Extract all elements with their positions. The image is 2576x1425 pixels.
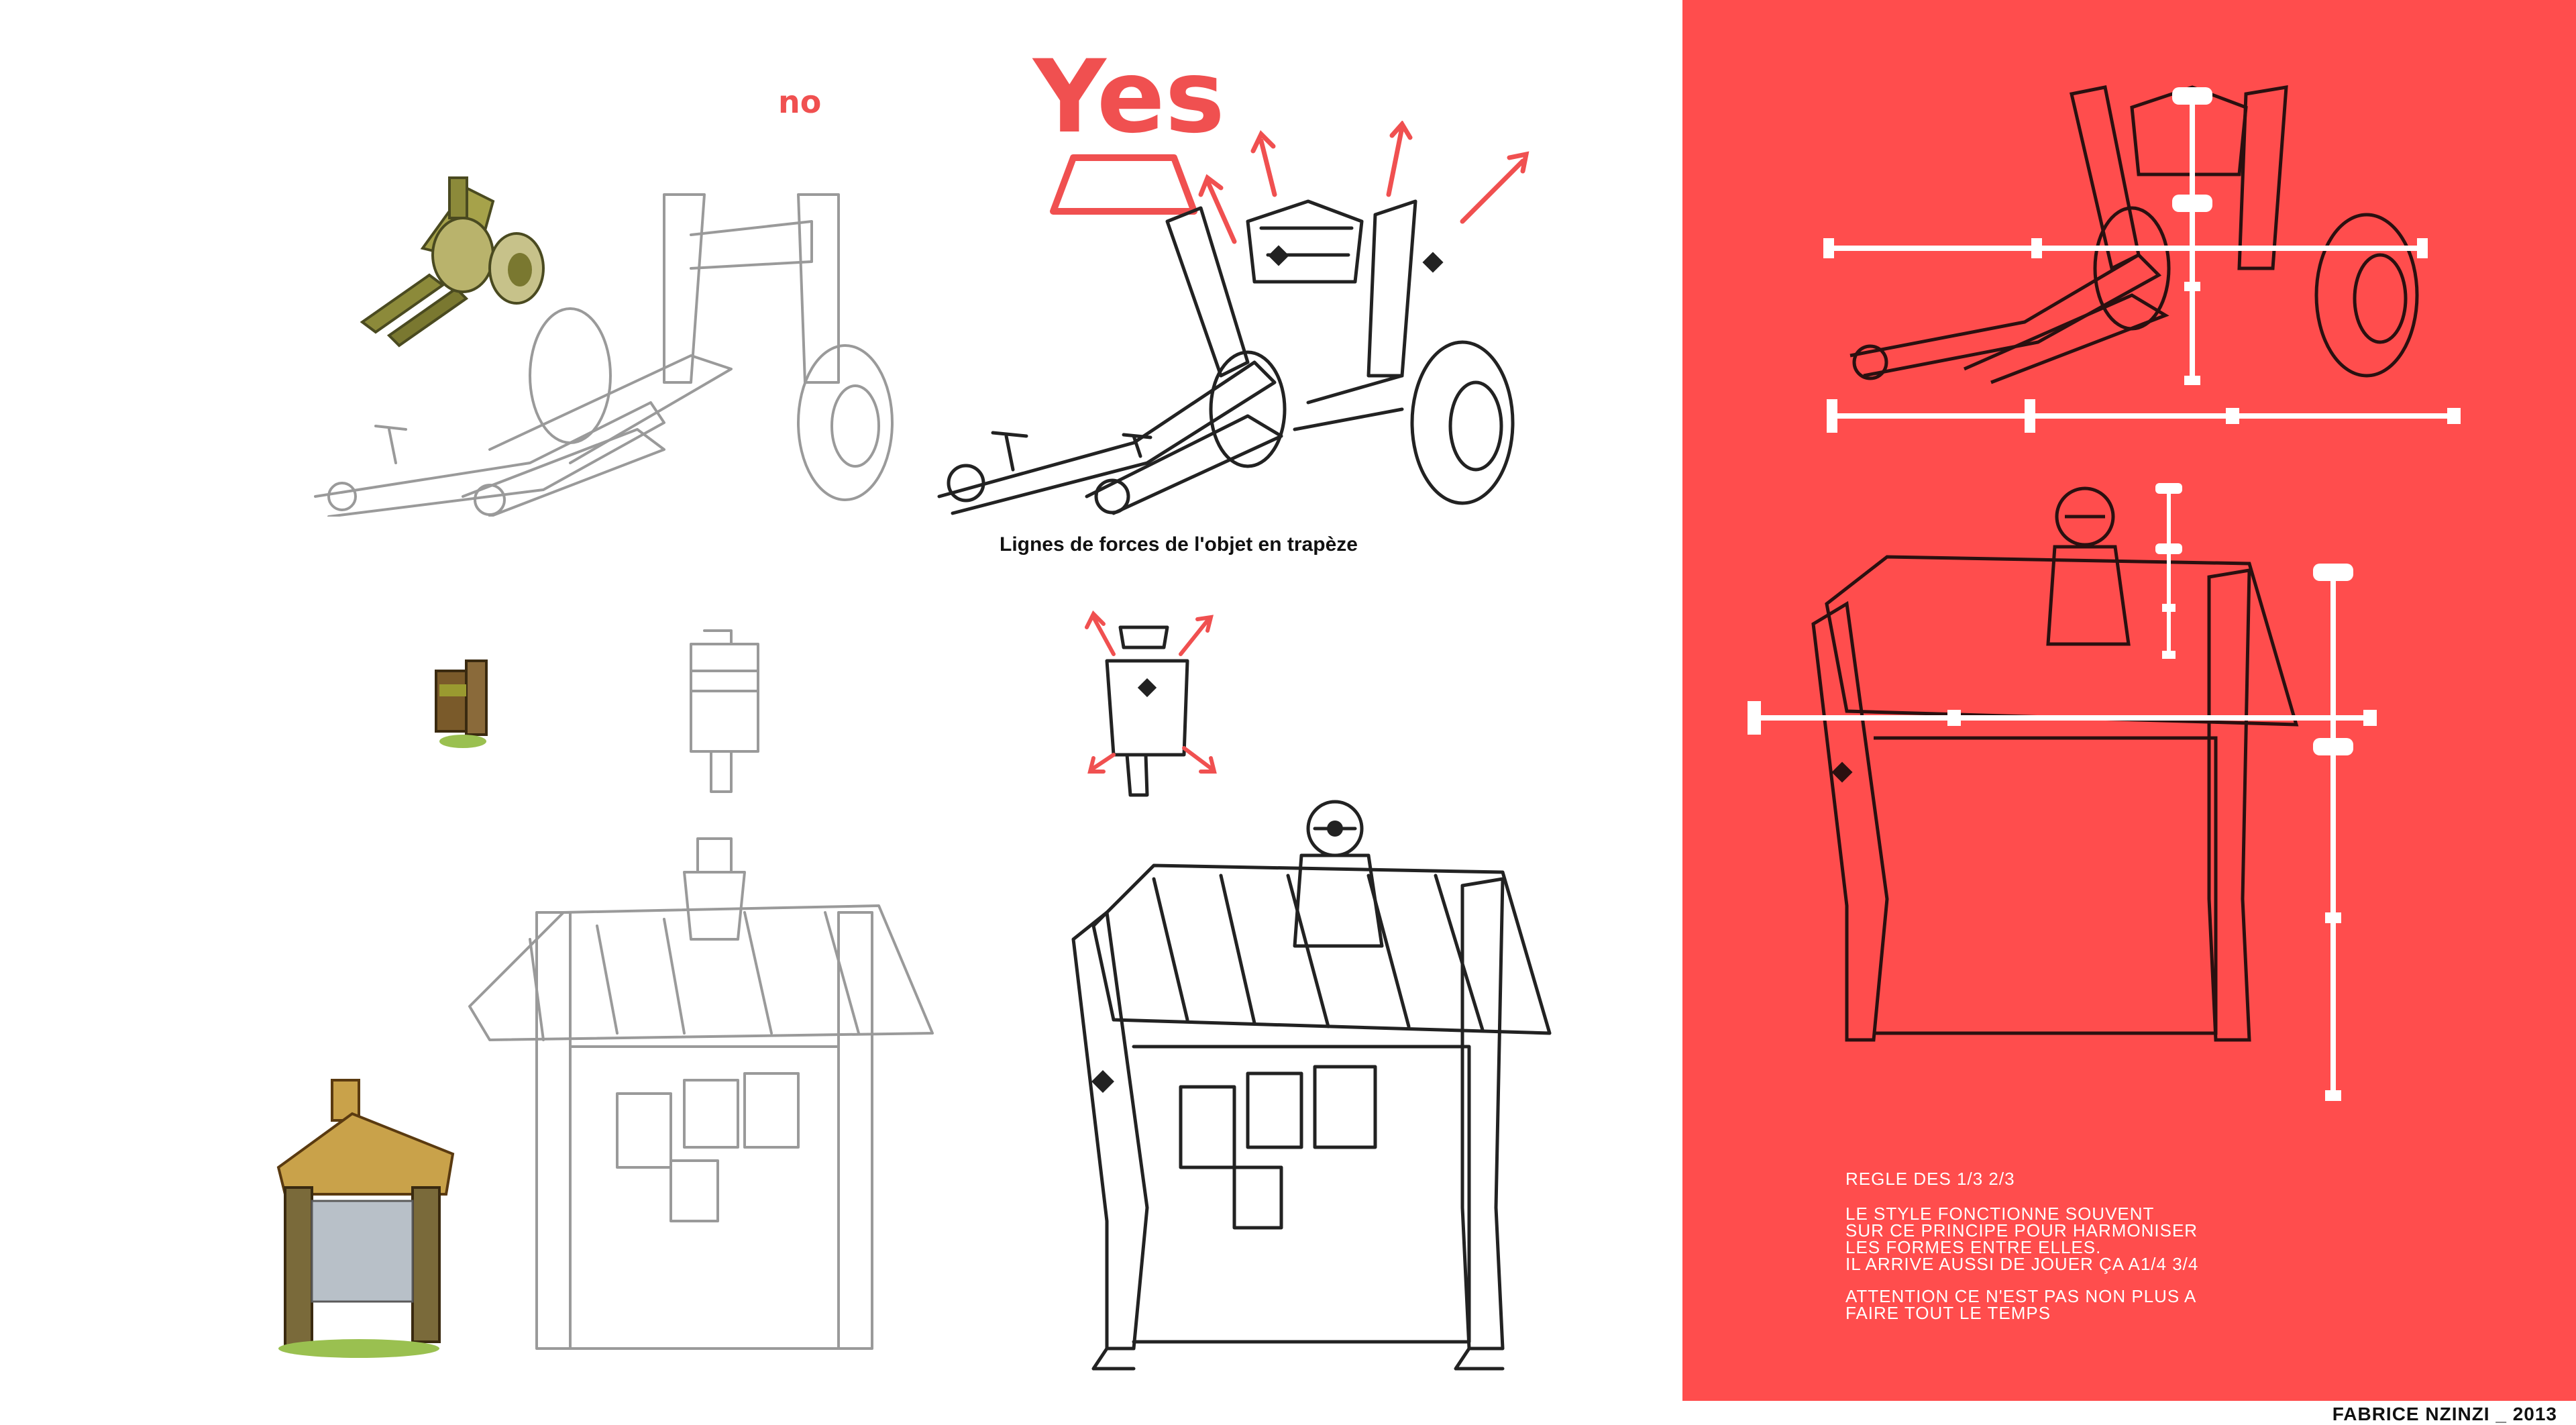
cart-clean-sketch [937,121,1529,515]
cart-finished-thumbnail [360,176,545,348]
board-proportion-diagram [1748,483,2377,1101]
board-clean-sketch [1071,800,1552,1371]
board-finished-thumbnail [276,1079,455,1358]
cart-proportion-diagram [1823,85,2461,433]
post-clean-sketch [1085,610,1217,797]
post-rough-sketch [690,629,759,793]
cart-rough-sketch [314,193,894,517]
rule-of-thirds-panel: REGLE DES 1/3 2/3 LE STYLE FONCTIONNE SO… [1682,0,2576,1401]
rule-paragraph-1: LE STYLE FONCTIONNE SOUVENT SUR CE PRINC… [1845,1204,2199,1274]
rule-line: ATTENTION CE N'EST PAS NON PLUS A [1845,1286,2197,1306]
rule-paragraph-2: ATTENTION CE N'EST PAS NON PLUS A FAIRE … [1845,1286,2197,1323]
rule-line: FAIRE TOUT LE TEMPS [1845,1303,2051,1323]
rule-line: LES FORMES ENTRE ELLES. [1845,1237,2102,1257]
yes-annotation: Yes [1033,39,1225,156]
artist-signature: FABRICE NZINZI _ 2013 [2332,1404,2557,1424]
rule-line: LE STYLE FONCTIONNE SOUVENT [1845,1204,2155,1224]
no-annotation: no [778,84,822,120]
board-rough-sketch [468,837,934,1350]
rule-line: IL ARRIVE AUSSI DE JOUER ÇA A1/4 3/4 [1845,1254,2199,1274]
rule-line: SUR CE PRINCIPE POUR HARMONISER [1845,1220,2198,1241]
force-lines-caption: Lignes de forces de l'objet en trapèze [1000,533,1358,556]
rule-title: REGLE DES 1/3 2/3 [1845,1169,2015,1189]
post-finished-thumbnail [435,659,488,748]
